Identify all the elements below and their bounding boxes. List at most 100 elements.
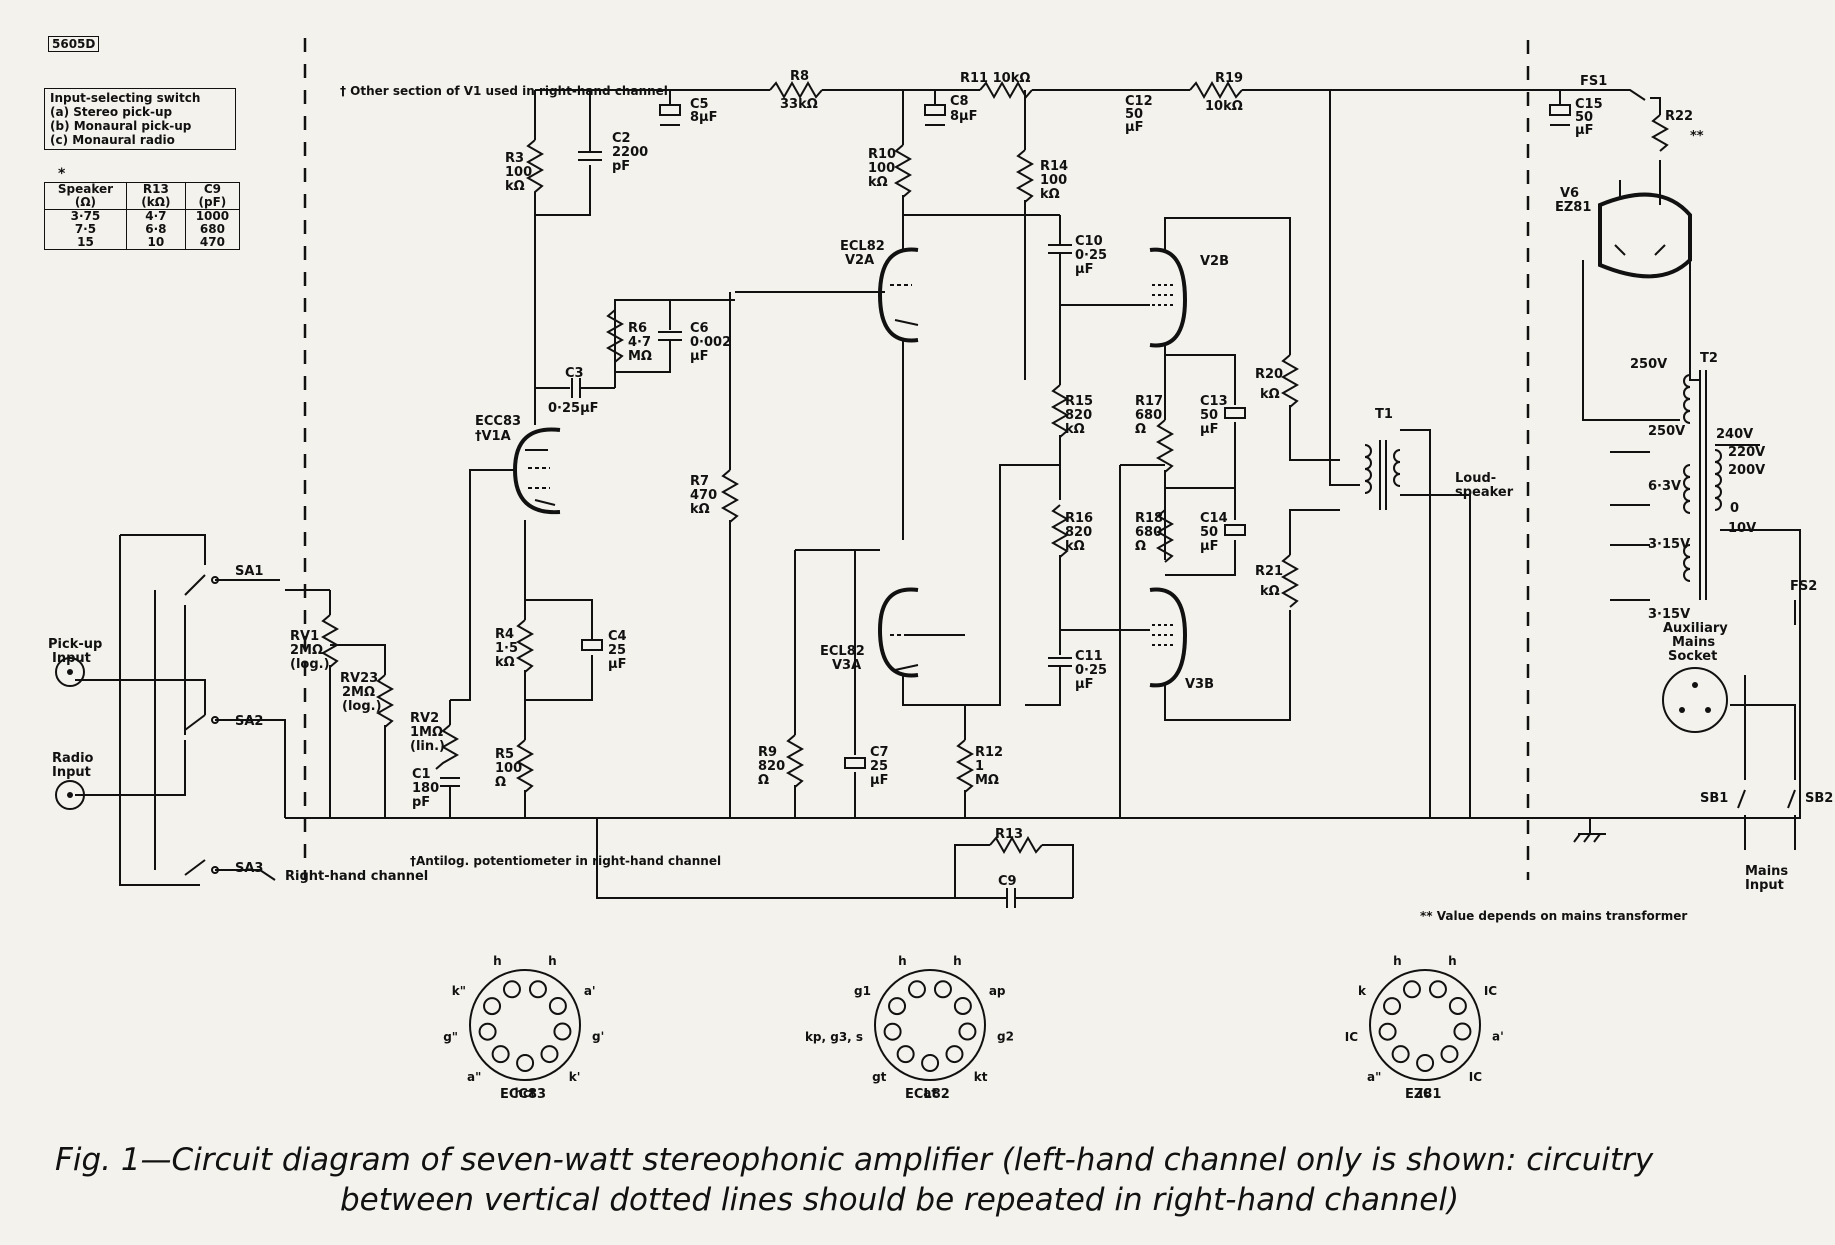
base-pin-label: h [1393, 954, 1402, 968]
aux-mains-socket [1662, 667, 1728, 733]
base-pin-hole [1440, 1045, 1459, 1064]
r14-unit: kΩ [1040, 187, 1060, 202]
aux-socket-label-2: Mains [1672, 635, 1715, 650]
v6-label: V6 [1560, 186, 1579, 201]
figure-caption-line-2: between vertical dotted lines should be … [340, 1182, 1459, 1218]
rv2-wiper-to-grid [450, 469, 515, 701]
note-other-section: † Other section of V1 used in right-hand… [340, 84, 668, 98]
base-pin-label: h [898, 954, 907, 968]
radio-input-jack [55, 780, 85, 810]
ecl82-v2b-tube [1149, 247, 1188, 348]
tap-200: 200V [1728, 463, 1765, 478]
base-pin-hole [548, 996, 567, 1015]
c12-unit: μF [1125, 120, 1143, 135]
r15-label: R15 [1065, 394, 1093, 409]
base-pin-hole [1416, 1053, 1435, 1072]
rv1-law: (log.) [290, 657, 330, 672]
rv2-law: (lin.) [410, 739, 445, 754]
c15-label: C15 [1575, 97, 1603, 112]
ez81-v6-rectifier [1598, 180, 1692, 279]
base-pin-hole [1378, 1022, 1397, 1041]
v2a-ref: V2A [845, 253, 874, 268]
r4-value: 1·5 [495, 641, 518, 656]
r18-value: 680 [1135, 525, 1162, 540]
rv23-value: 2MΩ [342, 685, 375, 700]
r10-value: 100 [868, 161, 895, 176]
c14-capacitor [1224, 524, 1246, 536]
schematic-labels: † Other section of V1 used in right-hand… [48, 69, 1833, 1102]
r9-unit: Ω [758, 773, 769, 788]
base-pin-label: g" [443, 1030, 458, 1044]
base-pin-label: a' [584, 984, 596, 998]
pickup-input-label: Pick-up [48, 637, 102, 652]
r13-label: R13 [995, 827, 1023, 842]
r21-unit: kΩ [1260, 584, 1280, 599]
ht-rail [535, 80, 1661, 115]
t1-output-transformer [1329, 90, 1471, 818]
sb1-switch [1737, 789, 1746, 809]
c15-capacitor [1549, 104, 1571, 116]
tap-250b: 250V [1648, 424, 1685, 439]
base-pin-label: a' [1492, 1030, 1504, 1044]
tap-10: 10V [1728, 521, 1756, 536]
c6-value: 0·002 [690, 335, 731, 350]
c14-lead [1165, 487, 1236, 520]
r15-unit: kΩ [1065, 422, 1085, 437]
c6-unit: μF [690, 349, 708, 364]
aux-socket-label: Auxiliary [1663, 621, 1728, 636]
c1-value: 180 [412, 781, 439, 796]
c9-label: C9 [998, 874, 1017, 889]
ecl82-v2a-tube [877, 247, 919, 343]
c1-label: C1 [412, 767, 431, 782]
base-pin-hole [945, 1045, 964, 1064]
r15-resistor [1050, 384, 1070, 438]
ez81-base-diagram [1369, 969, 1481, 1081]
c11-unit: μF [1075, 677, 1093, 692]
base-pin-label: h [1448, 954, 1457, 968]
c14-value: 50 [1200, 525, 1218, 540]
r14-label: R14 [1040, 159, 1068, 174]
base-pin-hole [553, 1022, 572, 1041]
r22-resistor [1650, 114, 1670, 152]
r20-to-t1 [1289, 405, 1340, 461]
r7-label: R7 [690, 474, 709, 489]
r18-resistor [1155, 509, 1175, 563]
r20-unit: kΩ [1260, 387, 1280, 402]
base-pin-hole [478, 1022, 497, 1041]
base-pin-hole [1383, 997, 1402, 1016]
c15-unit: μF [1575, 123, 1593, 138]
v3a-type: ECL82 [820, 644, 865, 659]
rv23-label: RV23 [340, 671, 378, 686]
base-pin-hole [883, 1022, 902, 1041]
base-pin-hole [921, 1053, 940, 1072]
tap-0: 0 [1730, 501, 1739, 516]
r5-unit: Ω [495, 775, 506, 790]
rv2-value: 1MΩ [410, 725, 443, 740]
base-pin-hole [483, 997, 502, 1016]
r13-out [1042, 844, 1074, 898]
ecl82-v3b-tube [1149, 587, 1188, 688]
table-header-row: Speaker (Ω) R13 (kΩ) C9 (pF) [44, 182, 241, 210]
base-pin-label: IC [1484, 984, 1497, 998]
v3b-anode-wire [1164, 610, 1291, 721]
c12-label: C12 [1125, 94, 1153, 109]
c4-label: C4 [608, 629, 627, 644]
r12-resistor [955, 739, 975, 793]
rv1-pot [320, 614, 340, 668]
tap-240: 240V [1716, 427, 1753, 442]
r20-resistor [1280, 354, 1300, 408]
base-pin-holes [478, 980, 1472, 1072]
tap-315a: 3·15V [1648, 537, 1690, 552]
r21-label: R21 [1255, 564, 1283, 579]
base-pin-label: IC [1419, 1086, 1432, 1100]
r20-label: R20 [1255, 367, 1283, 382]
table-header: R13 (kΩ) [125, 182, 186, 210]
t1-label: T1 [1375, 407, 1393, 422]
sb2-lead [1730, 704, 1796, 780]
hv-winding-lead [1689, 260, 1700, 381]
c13-label: C13 [1200, 394, 1228, 409]
